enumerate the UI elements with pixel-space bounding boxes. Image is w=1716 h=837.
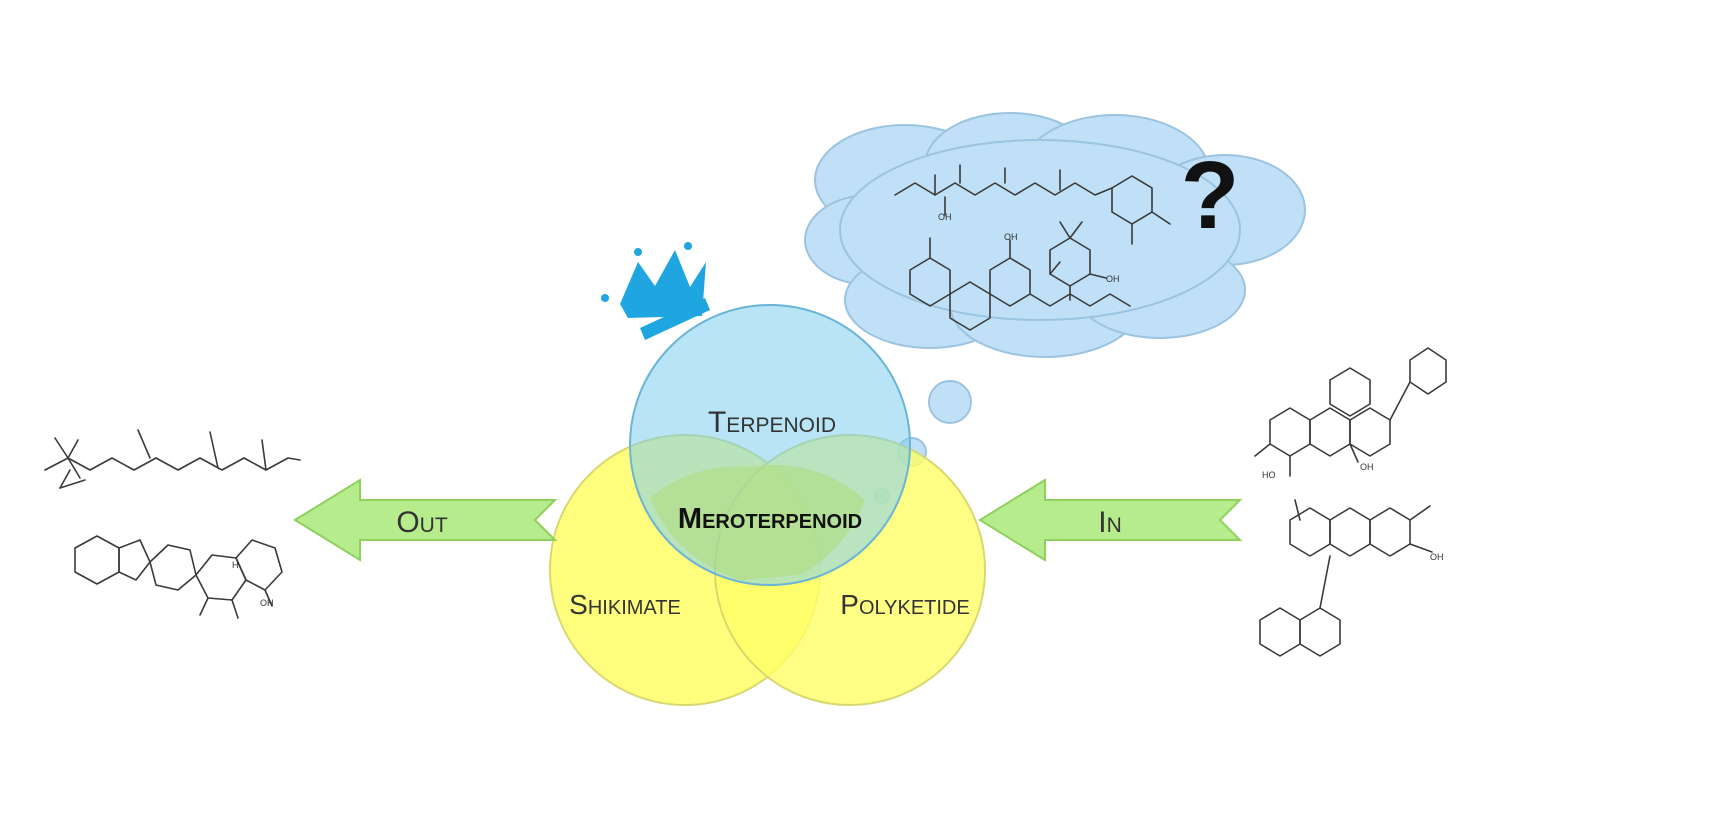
polyketide-label: Polyketide: [840, 589, 969, 620]
venn-diagram: [549, 304, 986, 706]
svg-text:OH: OH: [1004, 232, 1018, 242]
in-label: In: [1098, 506, 1122, 539]
question-mark: ?: [1181, 142, 1240, 249]
svg-text:OH: OH: [1430, 552, 1444, 562]
thought-cloud: ?: [804, 112, 1306, 504]
svg-text:H: H: [232, 560, 239, 570]
svg-text:HO: HO: [1262, 470, 1276, 480]
out-label: Out: [396, 506, 448, 539]
left-top-molecule: [44, 429, 301, 489]
svg-text:OH: OH: [1106, 274, 1120, 284]
shikimate-label: Shikimate: [569, 589, 681, 620]
svg-text:OH: OH: [938, 212, 952, 222]
svg-text:OH: OH: [1360, 462, 1374, 472]
out-arrow: Out: [293, 478, 558, 562]
left-bottom-molecule: [74, 535, 283, 619]
svg-text:OH: OH: [260, 598, 274, 608]
crown-icon: [601, 242, 710, 340]
terpenoid-label: Terpenoid: [708, 406, 836, 439]
cloud-molecules: [894, 164, 1171, 331]
right-molecule: [1254, 347, 1447, 657]
in-arrow: In: [978, 478, 1243, 562]
meroterpenoid-label: Meroterpenoid: [678, 503, 862, 535]
